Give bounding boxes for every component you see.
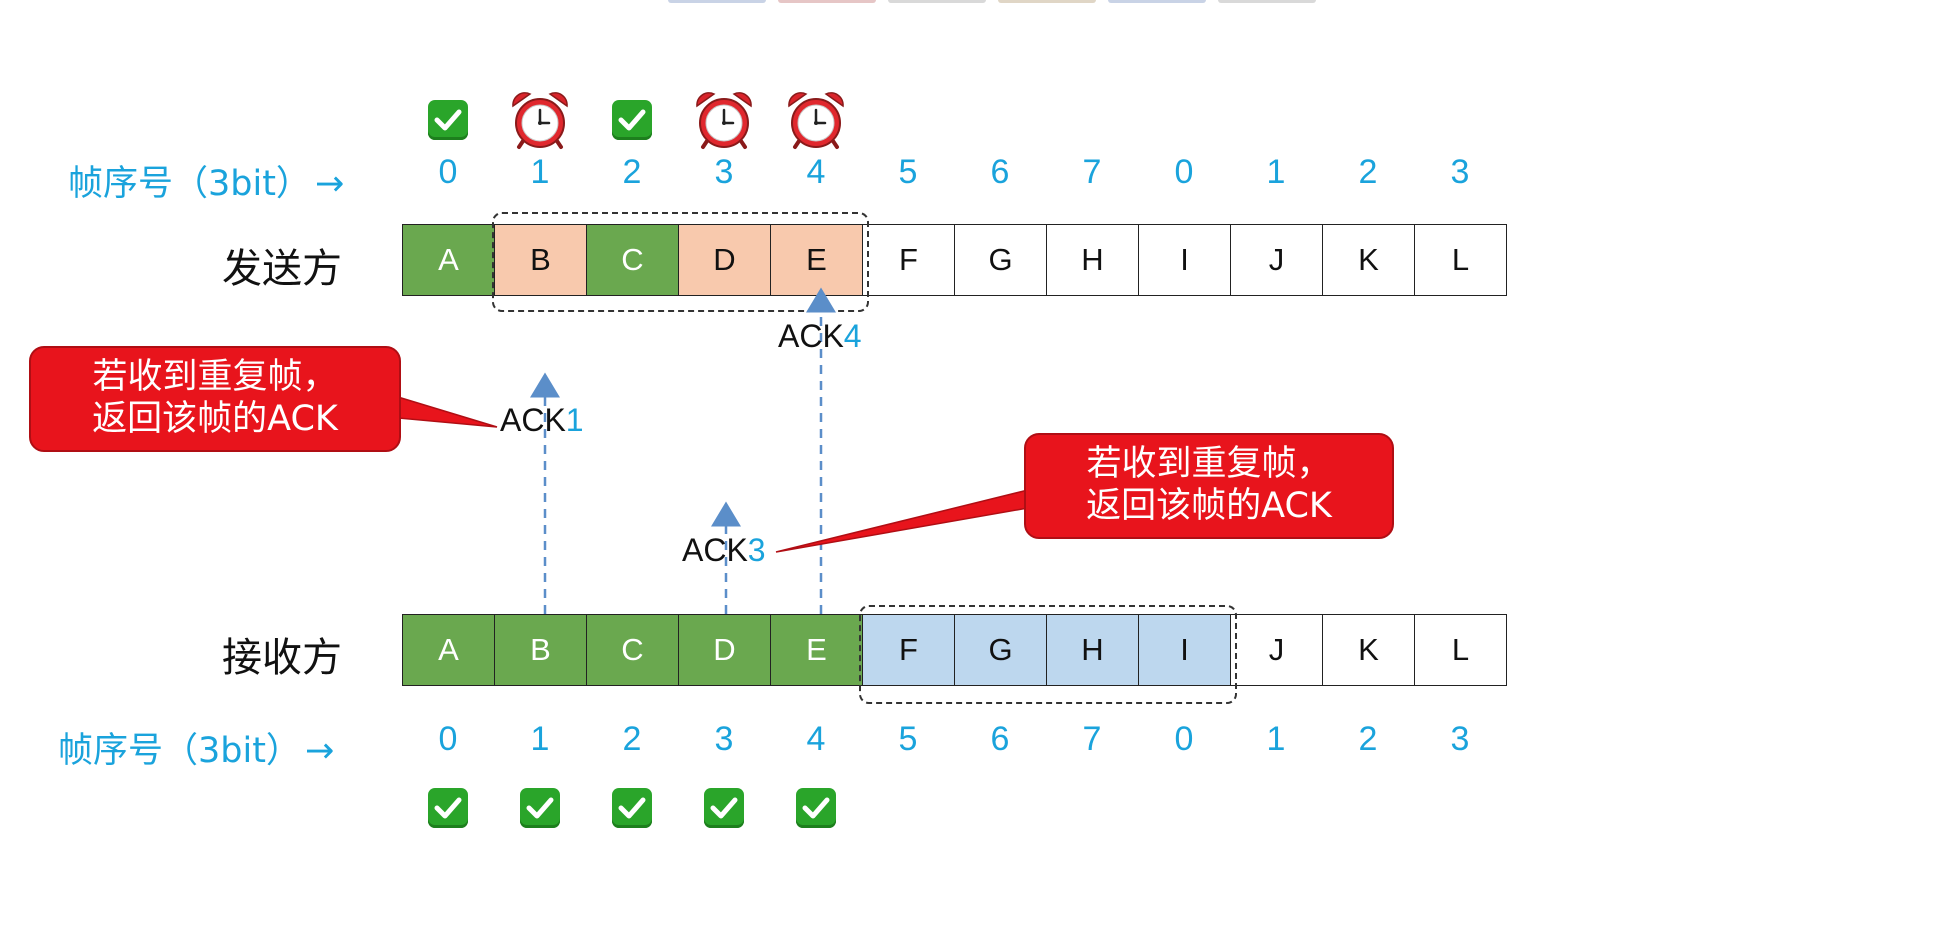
sender-frame: I (1139, 224, 1231, 296)
seq-number: 3 (714, 153, 734, 191)
sender-frame: F (863, 224, 955, 296)
seq-number: 6 (990, 720, 1010, 758)
seq-number: 0 (1174, 720, 1194, 758)
check-icon (678, 788, 770, 828)
arrow-right-icon: → (314, 164, 345, 204)
seq-number: 1 (1266, 153, 1286, 191)
seq-number: 1 (530, 153, 550, 191)
alarm-clock-icon (494, 88, 586, 152)
receiver-frame: F (863, 614, 955, 686)
sender-label: 发送方 (222, 246, 342, 292)
ack-label-3: ACK3 (682, 532, 766, 569)
ack-prefix: ACK (500, 402, 566, 438)
seq-number: 0 (438, 720, 458, 758)
sender-seq-label: 帧序号（3bit）→ (68, 155, 344, 206)
top-tab (1108, 0, 1206, 3)
seq-number: 4 (806, 720, 826, 758)
ack-number: 1 (565, 402, 584, 438)
seq-number: 2 (1358, 720, 1378, 758)
callout-line: 若收到重复帧， (1086, 444, 1332, 484)
callout-line: 返回该帧的ACK (1086, 486, 1332, 526)
seq-number: 6 (990, 153, 1010, 191)
top-tab (998, 0, 1096, 3)
ack-number: 4 (843, 318, 862, 354)
seq-number: 7 (1082, 153, 1102, 191)
alarm-clock-icon (770, 88, 862, 152)
top-tab (668, 0, 766, 3)
seq-number: 0 (1174, 153, 1194, 191)
check-icon (586, 788, 678, 828)
seq-number: 3 (1450, 153, 1470, 191)
callout-left-text: 若收到重复帧， 返回该帧的ACK (30, 356, 400, 440)
ack-number: 3 (747, 532, 766, 568)
check-icon (586, 100, 678, 140)
seq-number: 1 (530, 720, 550, 758)
receiver-frame: L (1415, 614, 1507, 686)
seq-number: 1 (1266, 720, 1286, 758)
top-tab (888, 0, 986, 3)
seq-number: 2 (622, 153, 642, 191)
receiver-frame: E (771, 614, 863, 686)
arrow-right-icon: → (304, 731, 335, 771)
sender-frame: B (495, 224, 587, 296)
receiver-frame: B (495, 614, 587, 686)
receiver-window (859, 605, 1237, 704)
check-icon (494, 788, 586, 828)
seq-number: 5 (898, 153, 918, 191)
sender-frame: C (587, 224, 679, 296)
ack-label-4: ACK4 (778, 318, 862, 355)
check-icon (770, 788, 862, 828)
seq-number: 0 (438, 153, 458, 191)
receiver-frame: D (679, 614, 771, 686)
sender-frame: G (955, 224, 1047, 296)
receiver-frame: C (587, 614, 679, 686)
receiver-frame: G (955, 614, 1047, 686)
seq-label-text: 帧序号（3bit） (68, 164, 311, 204)
sender-frame: E (771, 224, 863, 296)
seq-number: 4 (806, 153, 826, 191)
check-icon (402, 100, 494, 140)
receiver-frame: J (1231, 614, 1323, 686)
callout-right-shape (775, 433, 1394, 553)
callout-line: 返回该帧的ACK (92, 399, 338, 439)
seq-label-text: 帧序号（3bit） (58, 731, 301, 771)
receiver-seq-label: 帧序号（3bit）→ (58, 722, 334, 773)
sender-frame: H (1047, 224, 1139, 296)
seq-number: 2 (622, 720, 642, 758)
receiver-label: 接收方 (222, 635, 342, 681)
seq-number: 7 (1082, 720, 1102, 758)
receiver-frame: A (403, 614, 495, 686)
receiver-frame: K (1323, 614, 1415, 686)
alarm-clock-icon (678, 88, 770, 152)
sender-frame: K (1323, 224, 1415, 296)
check-icon (402, 788, 494, 828)
sender-frame: J (1231, 224, 1323, 296)
seq-number: 3 (714, 720, 734, 758)
callout-right-text: 若收到重复帧， 返回该帧的ACK (1025, 443, 1393, 527)
ack-prefix: ACK (778, 318, 844, 354)
top-tab (778, 0, 876, 3)
seq-number: 2 (1358, 153, 1378, 191)
ack-label-1: ACK1 (500, 402, 584, 439)
seq-number: 3 (1450, 720, 1470, 758)
sender-window (492, 212, 869, 312)
callout-line: 若收到重复帧， (92, 357, 338, 397)
sender-frame: L (1415, 224, 1507, 296)
top-tab (1218, 0, 1316, 3)
callout-left-shape (29, 346, 498, 452)
ack-prefix: ACK (682, 532, 748, 568)
seq-number: 5 (898, 720, 918, 758)
sender-frame: D (679, 224, 771, 296)
sender-frame: A (403, 224, 495, 296)
receiver-frame: H (1047, 614, 1139, 686)
receiver-frame: I (1139, 614, 1231, 686)
